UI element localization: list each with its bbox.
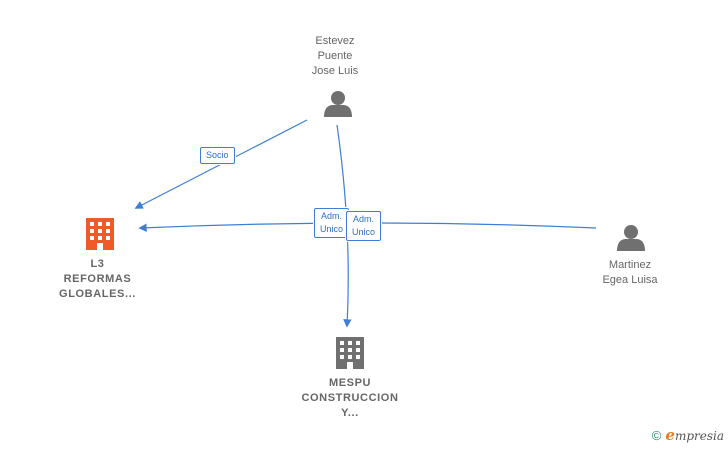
person-icon[interactable] bbox=[617, 225, 645, 251]
edge-socio bbox=[134, 119, 308, 209]
building-icon[interactable] bbox=[86, 218, 114, 250]
copyright-brand: © empresia bbox=[652, 426, 724, 444]
building-icon[interactable] bbox=[336, 337, 364, 369]
copyright-icon: © bbox=[651, 427, 662, 443]
person-icon[interactable] bbox=[324, 91, 352, 117]
company-label-l3[interactable]: L3 REFORMAS GLOBALES... bbox=[59, 258, 136, 300]
edge-label-adm-unico: Adm. Unico bbox=[314, 208, 350, 238]
brand-logo: empresia bbox=[665, 426, 724, 444]
company-label-mespu[interactable]: MESPU CONSTRUCCION Y... bbox=[301, 377, 399, 419]
edge-label-adm-unico: Adm. Unico bbox=[346, 211, 382, 241]
person-label-martinez[interactable]: Martinez Egea Luisa bbox=[602, 259, 658, 286]
person-label-estevez[interactable]: Estevez Puente Jose Luis bbox=[311, 35, 359, 77]
edge-label-socio: Socio bbox=[200, 147, 235, 164]
